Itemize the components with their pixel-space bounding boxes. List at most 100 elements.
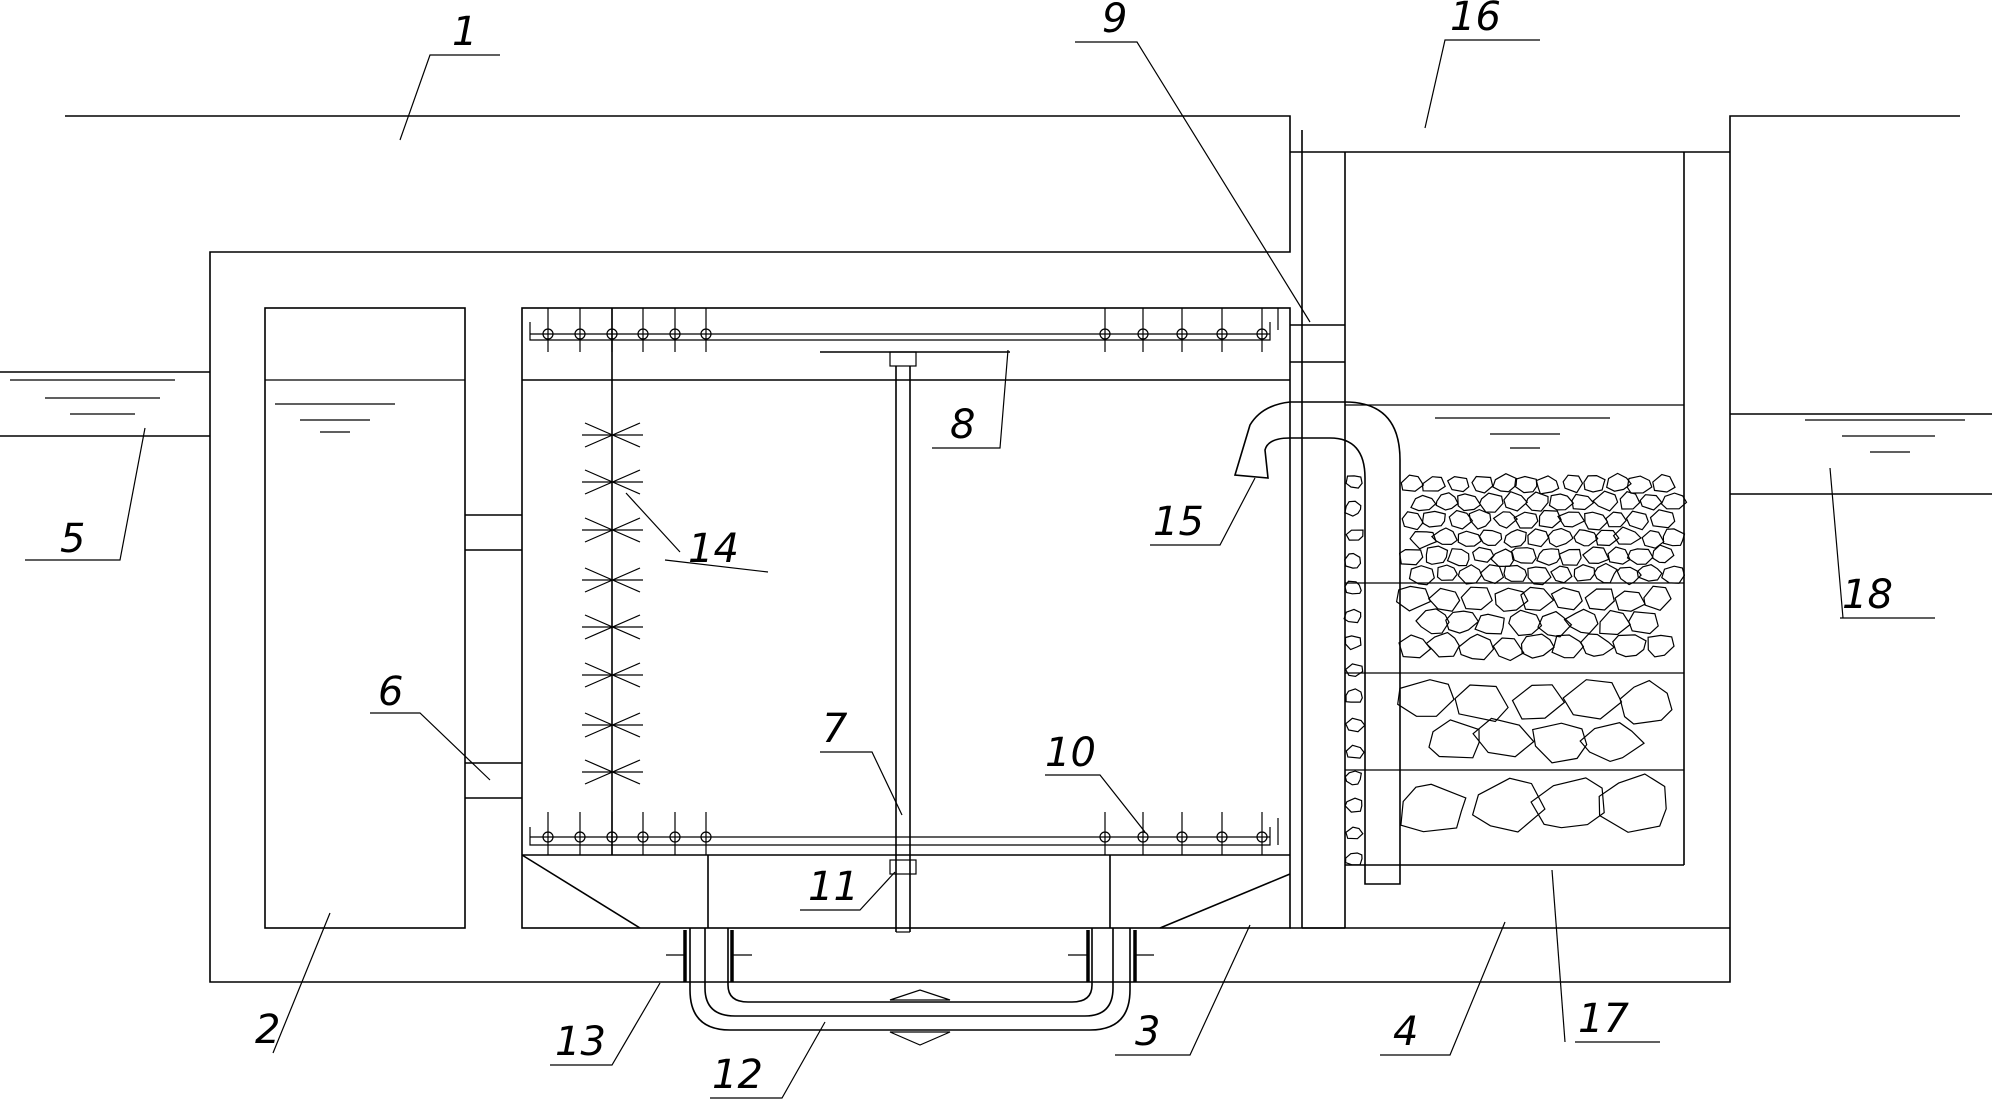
label-7: 7 <box>822 706 848 752</box>
filter-stone <box>1397 679 1455 717</box>
top-distribution-pipe <box>529 308 1279 352</box>
filter-stone <box>1474 613 1505 635</box>
filter-stone <box>1557 511 1586 528</box>
filter-stone <box>1651 544 1675 564</box>
filter-stone <box>1421 476 1446 492</box>
filter-stone <box>1562 679 1623 720</box>
filter-stone <box>1344 635 1362 651</box>
filter-stone <box>1532 722 1588 764</box>
filter-stone <box>1458 633 1495 661</box>
filter-stone <box>1584 511 1609 531</box>
pipe-orifice <box>1256 831 1268 843</box>
filter-stone <box>1446 475 1470 493</box>
filter-stone <box>1619 679 1673 725</box>
filter-stone <box>1573 529 1599 547</box>
pipe-orifice <box>1216 328 1228 340</box>
filter-stone <box>1472 717 1535 758</box>
filter-stone <box>1503 490 1529 512</box>
label-15: 15 <box>1153 499 1204 545</box>
label-16: 16 <box>1450 0 1501 40</box>
filter-stone <box>1612 634 1647 658</box>
filter-stone <box>1344 717 1366 733</box>
filter-stone <box>1606 472 1632 492</box>
filter-stone <box>1660 492 1688 510</box>
label-8: 8 <box>950 402 975 448</box>
filter-stone <box>1628 611 1659 635</box>
reaction-tank <box>521 307 1291 929</box>
filter-stone <box>1593 562 1618 584</box>
filter-stone <box>1594 529 1620 547</box>
label-5: 5 <box>60 516 85 562</box>
pipe-orifice <box>1256 328 1268 340</box>
filter-stone <box>1410 494 1437 512</box>
filter-stone <box>1503 564 1528 582</box>
filter-stone <box>1457 564 1483 585</box>
filter-stone <box>1641 529 1665 549</box>
filter-stone <box>1520 633 1555 659</box>
filter-stone <box>1551 634 1585 659</box>
filter-stone <box>1395 585 1432 612</box>
filter-stone <box>1400 474 1425 492</box>
filter-stone <box>1425 545 1449 565</box>
filter-stone <box>1571 493 1595 511</box>
pipe-orifice <box>637 831 649 843</box>
filter-stone <box>1520 586 1555 612</box>
pipe-orifice <box>1176 328 1188 340</box>
filter-stone <box>1548 493 1575 511</box>
label-2: 2 <box>255 1007 280 1053</box>
filter-stone <box>1582 546 1610 565</box>
filter-stone <box>1527 566 1552 586</box>
filter-stone <box>1345 744 1365 759</box>
filter-stone <box>1345 826 1364 840</box>
filter-stone <box>1598 773 1667 833</box>
filter-stone <box>1446 548 1470 567</box>
pipe-orifice <box>1137 328 1149 340</box>
filter-stone <box>1425 631 1460 658</box>
filter-stone <box>1626 475 1653 494</box>
pipe-orifice <box>700 328 712 340</box>
filter-stone <box>1639 494 1663 511</box>
filter-stone <box>1619 491 1641 510</box>
filter-stone <box>1599 609 1631 636</box>
label-12: 12 <box>712 1052 763 1098</box>
filter-stone <box>1435 492 1459 511</box>
filter-stone <box>1421 510 1446 528</box>
pipe-orifice <box>1099 328 1111 340</box>
label-13: 13 <box>555 1019 606 1065</box>
filter-stone <box>1436 564 1458 581</box>
filter-stone <box>1503 529 1527 548</box>
filter-stone <box>1345 529 1364 541</box>
filter-stone <box>1344 797 1363 813</box>
filter-stone <box>1345 475 1363 489</box>
pipe-orifice <box>574 328 586 340</box>
sedimentation-tank <box>264 307 466 929</box>
inlet-water-body <box>0 371 210 437</box>
filter-stone <box>1460 586 1493 611</box>
pipe-orifice <box>1216 831 1228 843</box>
filter-stone <box>1457 493 1482 512</box>
filter-stone <box>1448 509 1474 530</box>
label-leaders <box>25 39 1935 1099</box>
filter-stone <box>1580 633 1616 657</box>
filter-stone <box>1427 587 1461 612</box>
label-10: 10 <box>1045 730 1096 776</box>
filter-stone <box>1401 511 1424 531</box>
filter-stone <box>1398 548 1424 566</box>
central-riser <box>820 351 1010 933</box>
pipe-orifice <box>1176 831 1188 843</box>
filter-stone <box>1616 566 1642 586</box>
pipe-orifice <box>700 831 712 843</box>
filter-stone <box>1538 509 1562 529</box>
filter-stone <box>1513 511 1539 529</box>
filter-stone <box>1344 580 1362 595</box>
filter-stone <box>1614 590 1646 612</box>
label-17: 17 <box>1578 996 1629 1042</box>
pipe-orifice <box>542 328 554 340</box>
filter-stone <box>1344 770 1362 786</box>
filter-stone <box>1430 527 1458 546</box>
filter-stone <box>1492 511 1519 529</box>
filter-stone <box>1584 588 1615 611</box>
filter-stone <box>1536 548 1561 566</box>
label-14: 14 <box>688 526 739 572</box>
